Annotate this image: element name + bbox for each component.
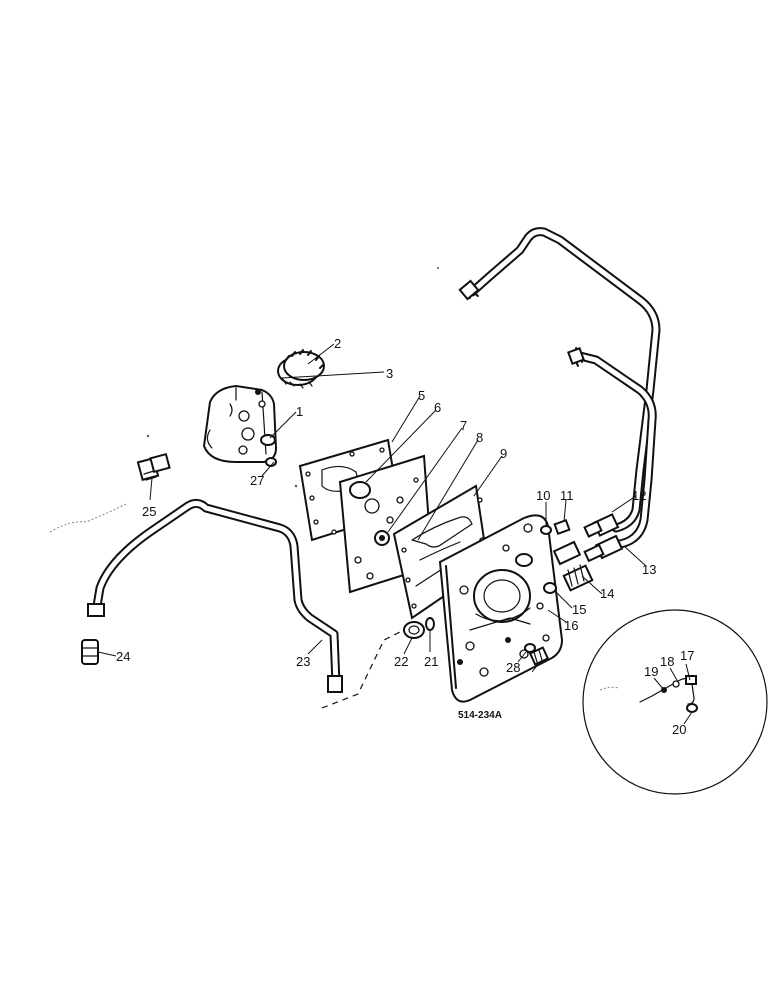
callout-10: 10: [536, 488, 550, 503]
callout-18: 18: [660, 654, 674, 669]
callout-9: 9: [500, 446, 507, 461]
callout-labels: 2 3 1 27 5 6 7 8 9 10 11 12 13 14 15 16 …: [116, 336, 694, 737]
detail-inset-circle: [582, 609, 768, 795]
callout-1: 1: [296, 404, 303, 419]
callout-13: 13: [642, 562, 656, 577]
hydraulic-tube-lower: [567, 347, 657, 553]
tube-fitting-12: [583, 513, 620, 538]
hydraulic-tube-23: [87, 498, 343, 693]
leader-lines: [97, 343, 693, 725]
faint-marks: [49, 267, 439, 533]
callout-24: 24: [116, 649, 130, 664]
callout-5: 5: [418, 388, 425, 403]
fitting-22: [403, 621, 425, 639]
callout-25: 25: [142, 504, 156, 519]
dashed-guide-line: [321, 629, 405, 709]
callout-2: 2: [334, 336, 341, 351]
o-ring-21: [425, 617, 435, 631]
hydraulic-tube-upper: [458, 227, 661, 533]
pump-housing-part: [202, 384, 278, 463]
callout-17: 17: [680, 648, 694, 663]
callout-20: 20: [672, 722, 686, 737]
callout-14: 14: [600, 586, 614, 601]
callout-11: 11: [560, 488, 574, 503]
callout-12: 12: [632, 488, 646, 503]
callout-15: 15: [572, 602, 586, 617]
callout-6: 6: [434, 400, 441, 415]
callout-26: 27: [250, 473, 264, 488]
callout-21: 21: [424, 654, 438, 669]
o-ring-27: [524, 643, 536, 653]
callout-16: 16: [564, 618, 578, 633]
drawing-code: 514-234A: [458, 710, 502, 721]
o-ring-15: [543, 582, 557, 594]
elbow-fitting-25: [136, 452, 171, 481]
tube-fitting-13: [583, 534, 624, 563]
callout-8: 8: [476, 430, 483, 445]
callout-3: 3: [386, 366, 393, 381]
plug-28: [528, 646, 550, 666]
straight-fitting-24: [81, 639, 99, 665]
callout-7: 7: [460, 418, 467, 433]
callout-23: 23: [296, 654, 310, 669]
callout-19: 19: [644, 664, 658, 679]
gear-part: [277, 349, 325, 389]
callout-22: 22: [394, 654, 408, 669]
connector-14: [552, 540, 594, 592]
callout-27: 28: [506, 660, 520, 675]
